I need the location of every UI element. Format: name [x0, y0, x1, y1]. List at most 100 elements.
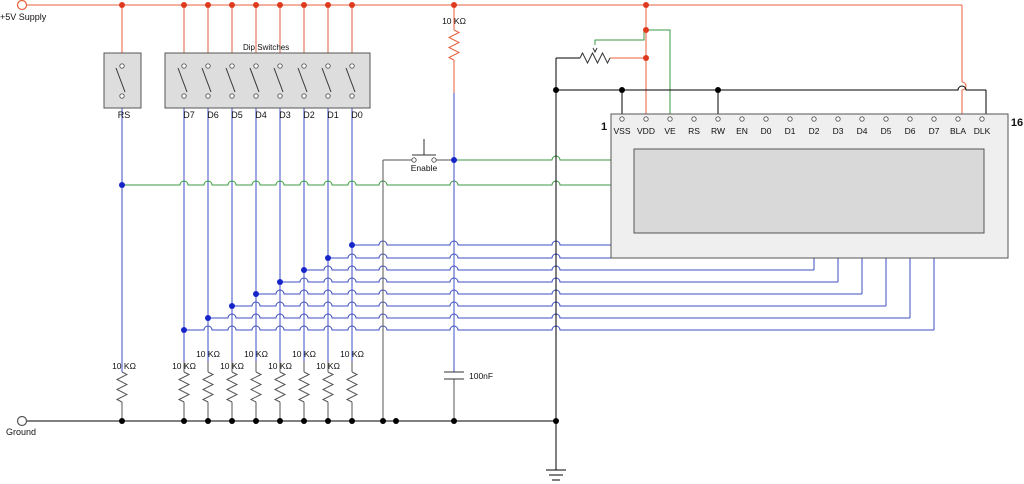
enable-contact-right	[431, 157, 437, 163]
data-junction-3	[253, 291, 259, 297]
pulldown-resistor-3	[225, 371, 239, 403]
data-bus-d6	[208, 313, 910, 319]
data-bus-d7	[184, 325, 934, 331]
ground-junction-5	[277, 418, 283, 424]
pulldown-resistor-0	[115, 371, 129, 403]
dip-switch-d2-bottom-contact	[301, 93, 307, 99]
data-bus-d1	[328, 253, 790, 259]
bla-supply-wire	[961, 81, 967, 116]
dip-switches-title: Dip Switches	[243, 43, 289, 52]
ground-junction-9	[380, 418, 386, 424]
lcd-pin-label-bla: BLA	[950, 126, 966, 136]
lcd-pin-label-d6: D6	[905, 126, 916, 136]
ground-label: Ground	[6, 427, 36, 437]
dip-label-d6: D6	[207, 110, 219, 120]
dip-switch-d4-bottom-contact	[253, 93, 259, 99]
ground-junction-extra	[393, 418, 399, 424]
rs-bus	[122, 180, 694, 186]
ground-junction-8	[349, 418, 355, 424]
dlk-ground-bus	[718, 85, 986, 91]
supply-node-1	[181, 2, 187, 8]
dip-label-d1: D1	[327, 110, 339, 120]
rs-switch-label: RS	[118, 110, 131, 120]
ground-junction-1	[181, 418, 187, 424]
lcd-pin-1-label: 1	[601, 121, 607, 133]
rs-switch-blade	[115, 67, 126, 93]
ground-junction-6	[301, 418, 307, 424]
dip-switch-d5-blade	[225, 67, 236, 93]
pulldown-resistor-2	[201, 371, 215, 403]
lcd-pin-label-d5: D5	[881, 126, 892, 136]
lcd-pin-bla	[955, 116, 961, 122]
capacitor-label: 100nF	[469, 371, 493, 381]
lcd-pin-label-d1: D1	[785, 126, 796, 136]
lcd-pin-label-rw: RW	[711, 126, 725, 136]
lcd-pin-d3	[835, 116, 841, 122]
supply-node-5	[277, 2, 283, 8]
pulldown-label-7: 10 KΩ	[340, 349, 364, 359]
vdd-node-30	[643, 27, 649, 33]
lcd-pin-ve	[667, 116, 673, 122]
data-junction-4	[277, 279, 283, 285]
enable-label: Enable	[411, 163, 438, 173]
lcd-pin-d2	[811, 116, 817, 122]
dip-switch-d0-top-contact	[349, 63, 355, 69]
dip-switch-d2-top-contact	[301, 63, 307, 69]
lcd-pin-label-ve: VE	[664, 126, 676, 136]
enable-plunger	[412, 139, 436, 156]
dip-switch-d6-top-contact	[205, 63, 211, 69]
lcd-pin-d0	[763, 116, 769, 122]
ground-junction-3	[229, 418, 235, 424]
dip-switch-d3-blade	[273, 67, 284, 93]
lcd-pin-d6	[907, 116, 913, 122]
supply-node-7	[325, 2, 331, 8]
pulldown-resistor-6	[297, 371, 311, 403]
ground-junction-7	[325, 418, 331, 424]
data-junction-7	[349, 242, 355, 248]
ground-junction-0	[119, 418, 125, 424]
lcd-pin-label-en: EN	[736, 126, 748, 136]
ground-terminal	[16, 415, 28, 427]
dip-switch-d4-blade	[249, 67, 260, 93]
rw-node	[715, 87, 721, 93]
dip-switch-d5-bottom-contact	[229, 93, 235, 99]
supply-node-3	[229, 2, 235, 8]
supply-node-4	[253, 2, 259, 8]
lcd-screen	[633, 148, 985, 234]
potentiometer	[579, 51, 611, 65]
lcd-pin-label-d7: D7	[929, 126, 940, 136]
dip-switch-d7-top-contact	[181, 63, 187, 69]
pulldown-resistor-5	[273, 371, 287, 403]
lcd-pin-rs	[691, 116, 697, 122]
lcd-pin-label-dlk: DLK	[974, 126, 991, 136]
supply-node-6	[301, 2, 307, 8]
dip-label-d4: D4	[255, 110, 267, 120]
vdd-supply-node	[643, 2, 649, 8]
ground-junction-10	[451, 418, 457, 424]
lcd-pin-d5	[883, 116, 889, 122]
wires-layer	[27, 4, 987, 470]
ground-junction-4	[253, 418, 259, 424]
data-bus-d4	[256, 289, 862, 295]
dip-switch-d7-bottom-contact	[181, 93, 187, 99]
lcd-pin-d1	[787, 116, 793, 122]
pulldown-resistor-7	[321, 371, 335, 403]
dip-switch-d2-blade	[297, 67, 308, 93]
data-bus-d5	[232, 301, 886, 307]
lcd-pin-label-d2: D2	[809, 126, 820, 136]
enable-pullup-label: 10 KΩ	[442, 16, 466, 26]
dip-switch-d3-top-contact	[277, 63, 283, 69]
lcd-pin-d4	[859, 116, 865, 122]
dip-switch-d0-blade	[345, 67, 356, 93]
rs-switch-box	[103, 52, 142, 109]
dip-switch-box	[164, 52, 371, 109]
dip-switch-d1-top-contact	[325, 63, 331, 69]
lcd-pin-16-label: 16	[1011, 117, 1023, 129]
lcd-pin-label-rs: RS	[688, 126, 700, 136]
data-junction-5	[301, 267, 307, 273]
dip-switch-d0-bottom-contact	[349, 93, 355, 99]
data-junction-2	[229, 303, 235, 309]
data-bus-d2	[304, 265, 814, 271]
